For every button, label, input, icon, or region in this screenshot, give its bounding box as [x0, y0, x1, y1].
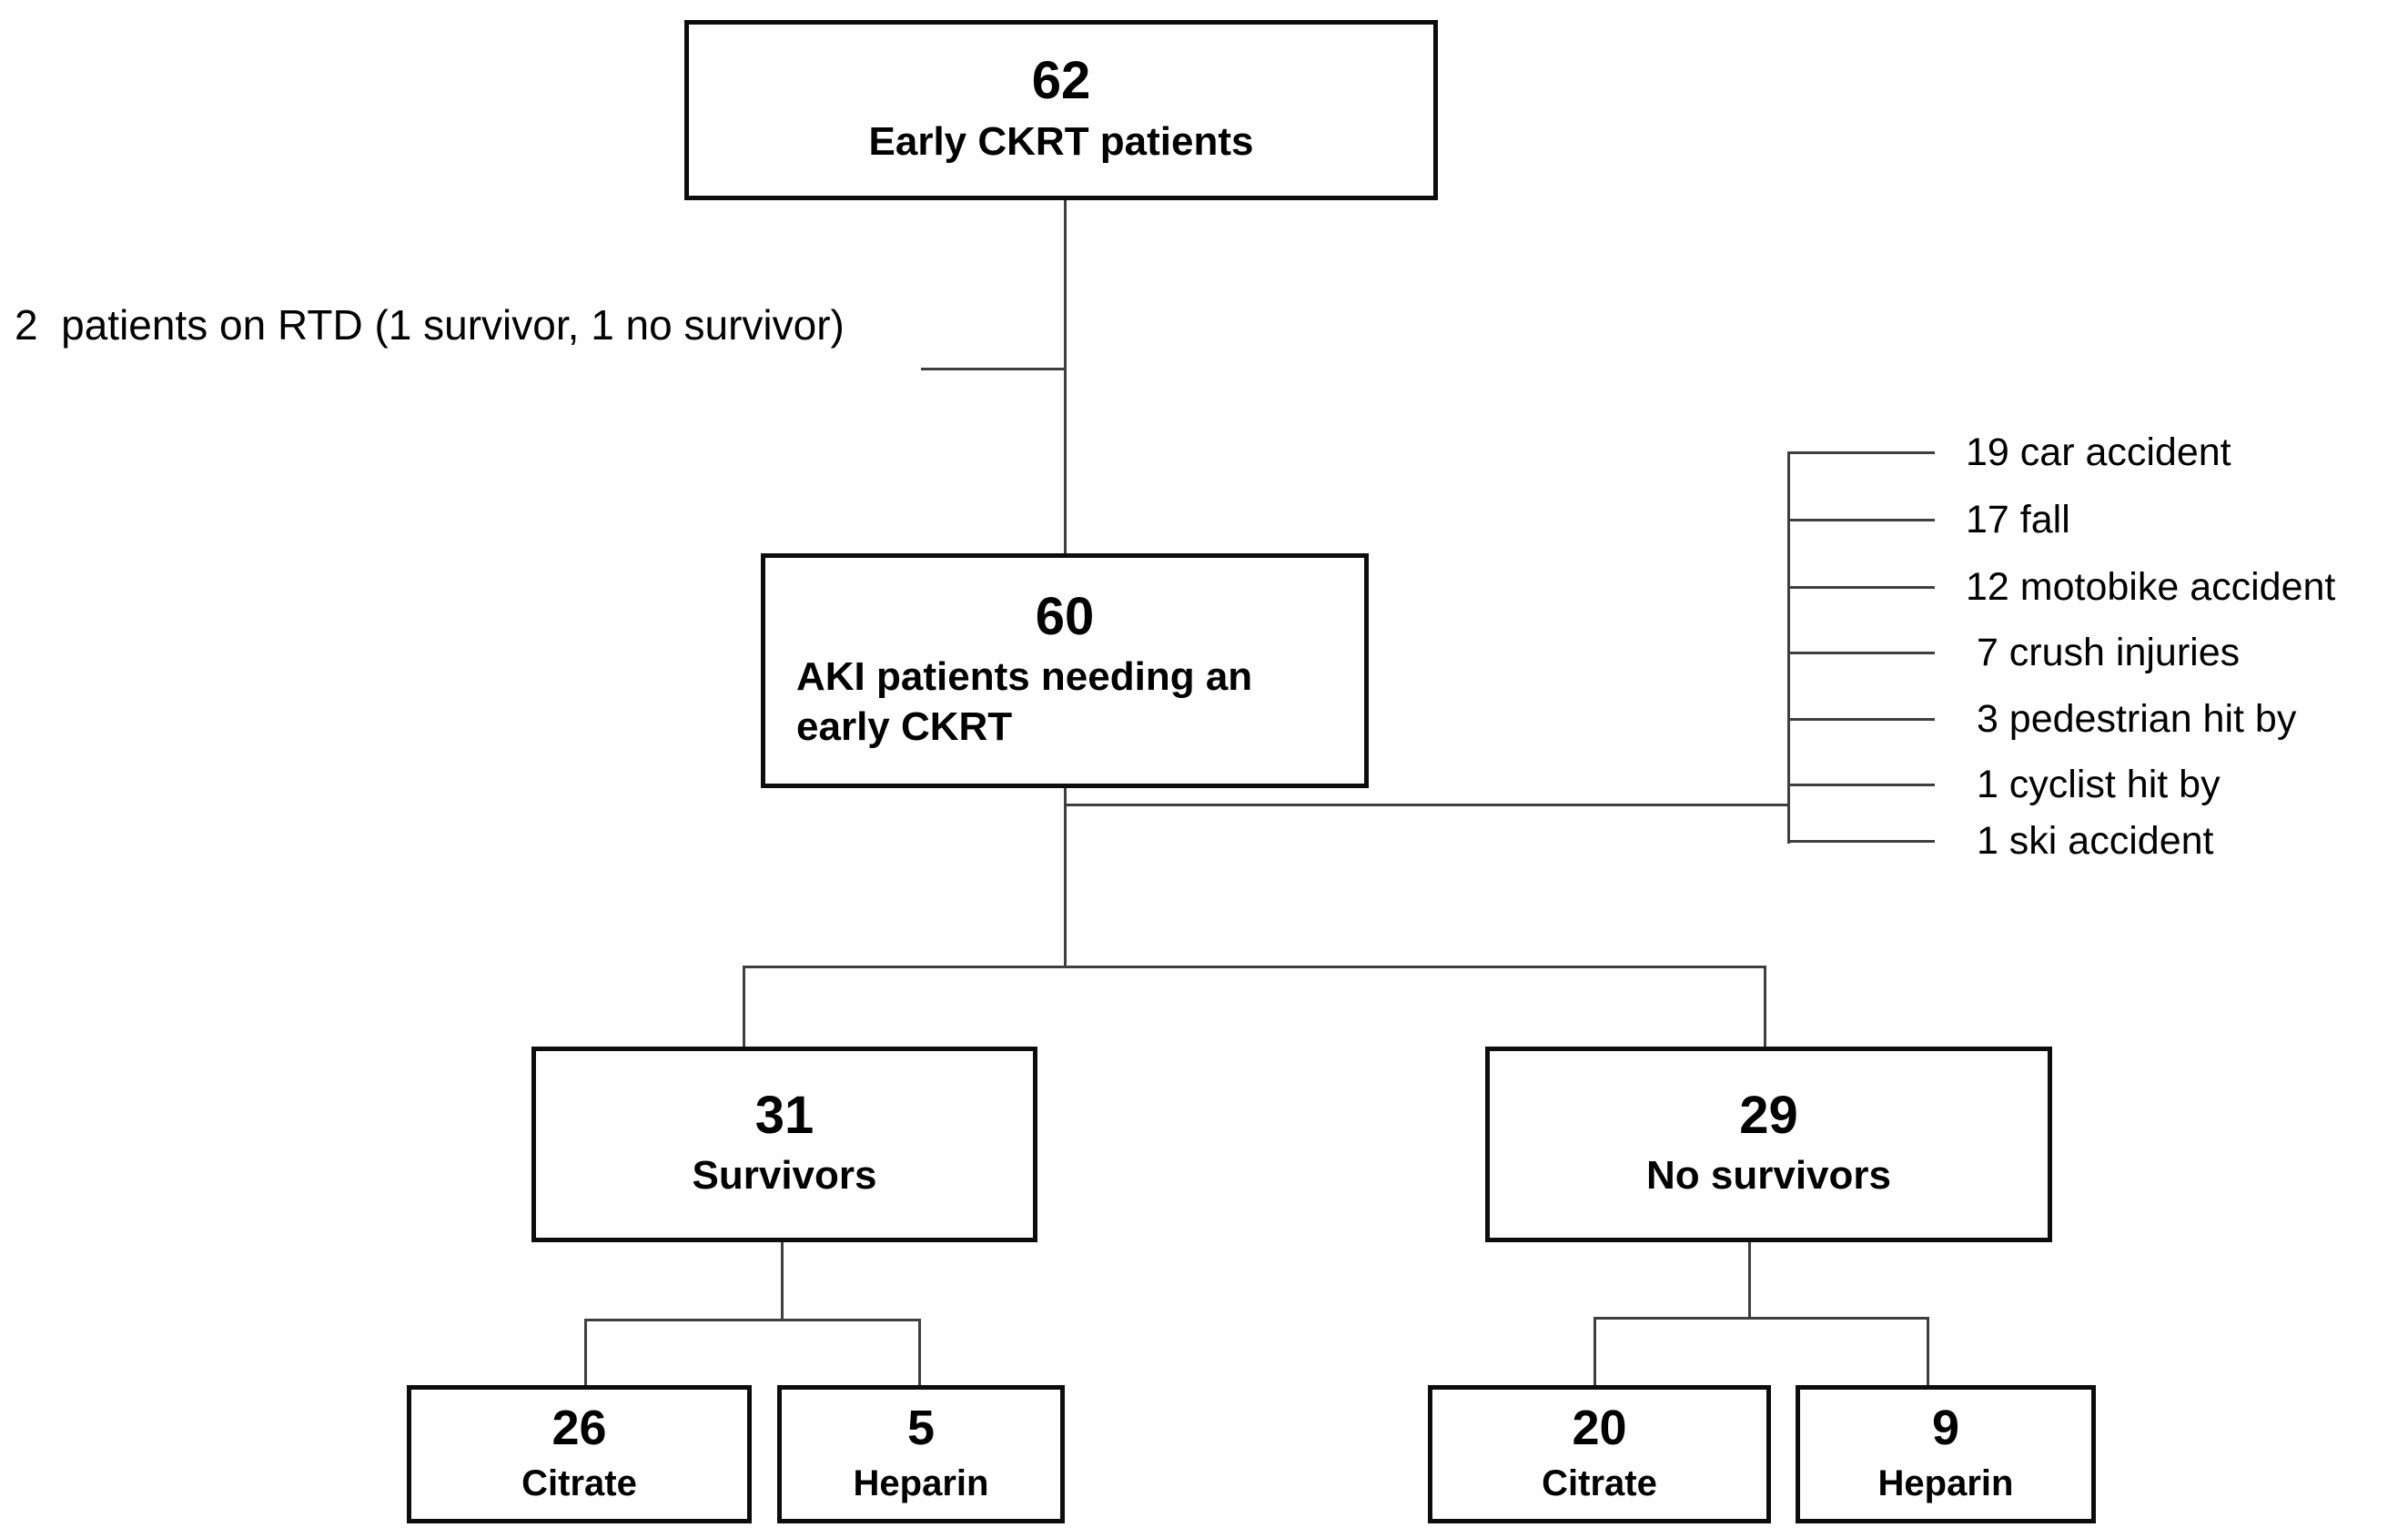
- branch-bar-main: [743, 966, 1766, 968]
- box-no-survivors: 29 No survivors: [1485, 1047, 2052, 1242]
- connector-trunk-top: [1064, 199, 1067, 556]
- survivors-count: 31: [754, 1085, 814, 1145]
- branch-bar-no-survivors: [1594, 1317, 1929, 1320]
- drop-from-survivors: [781, 1240, 784, 1321]
- box-early-ckrt-patients: 62 Early CKRT patients: [684, 20, 1438, 200]
- no-survivors-heparin-label: Heparin: [1877, 1463, 2014, 1504]
- cause-row-fall: 17 fall: [1787, 498, 2070, 541]
- box-survivors-citrate: 26 Citrate: [407, 1385, 752, 1523]
- no-survivors-heparin-count: 9: [1931, 1400, 1960, 1455]
- cause-tick-line: [1787, 717, 1935, 721]
- no-survivors-label: No survivors: [1646, 1153, 1891, 1199]
- aki-label: AKI patients needing an early CKRT: [796, 654, 1253, 750]
- box-no-survivors-citrate: 20 Citrate: [1428, 1385, 1771, 1523]
- cause-label: 7 crush injuries: [1966, 630, 2241, 674]
- survivors-citrate-count: 26: [551, 1400, 607, 1455]
- cause-label: 1 cyclist hit by: [1966, 762, 2221, 806]
- causes-spine: [1787, 452, 1790, 844]
- cause-row-pedestrian: 3 pedestrian hit by: [1787, 697, 2296, 741]
- survivors-heparin-label: Heparin: [853, 1463, 989, 1504]
- cause-row-cyclist: 1 cyclist hit by: [1787, 763, 2221, 806]
- drop-to-survivors: [743, 966, 745, 1049]
- rtd-exclusion-note: 2 patients on RTD (1 survivor, 1 no surv…: [15, 301, 845, 349]
- connector-trunk-mid: [1064, 786, 1067, 968]
- box-aki-patients: 60 AKI patients needing an early CKRT: [761, 553, 1369, 788]
- drop-to-citrate-26: [584, 1319, 587, 1388]
- no-survivors-citrate-count: 20: [1572, 1400, 1627, 1455]
- survivors-heparin-count: 5: [906, 1400, 936, 1455]
- drop-to-heparin-5: [918, 1319, 921, 1388]
- box-no-survivors-heparin: 9 Heparin: [1796, 1385, 2096, 1523]
- cause-tick-line: [1787, 450, 1935, 454]
- cause-tick-line: [1787, 518, 1935, 521]
- aki-count: 60: [1035, 586, 1095, 646]
- box-survivors-heparin: 5 Heparin: [777, 1385, 1065, 1523]
- early-ckrt-count: 62: [1031, 51, 1091, 111]
- cause-tick-line: [1787, 585, 1935, 589]
- cause-row-ski-accident: 1 ski accident: [1787, 819, 2213, 863]
- early-ckrt-label: Early CKRT patients: [868, 118, 1254, 164]
- cause-row-motobike-accident: 12 motobike accident: [1787, 565, 2335, 609]
- branch-bar-survivors: [584, 1319, 921, 1321]
- drop-from-no-survivors: [1748, 1240, 1751, 1320]
- cause-label: 12 motobike accident: [1966, 564, 2336, 609]
- cause-label: 17 fall: [1966, 497, 2070, 541]
- cause-tick-line: [1787, 783, 1935, 786]
- cause-label: 1 ski accident: [1966, 818, 2214, 863]
- connector-to-causes: [1064, 804, 1790, 806]
- cause-row-car-accident: 19 car accident: [1787, 430, 2231, 474]
- cause-row-crush-injuries: 7 crush injuries: [1787, 631, 2240, 674]
- cause-label: 3 pedestrian hit by: [1966, 696, 2297, 741]
- no-survivors-citrate-label: Citrate: [1542, 1463, 1657, 1504]
- survivors-citrate-label: Citrate: [521, 1463, 637, 1504]
- cause-tick-line: [1787, 651, 1935, 654]
- cause-label: 19 car accident: [1966, 430, 2231, 474]
- cause-tick-line: [1787, 839, 1935, 843]
- no-survivors-count: 29: [1739, 1085, 1798, 1145]
- drop-to-heparin-9: [1927, 1317, 1929, 1388]
- drop-to-citrate-20: [1594, 1317, 1596, 1388]
- box-survivors: 31 Survivors: [531, 1047, 1037, 1242]
- connector-note-tick: [921, 368, 1067, 370]
- survivors-label: Survivors: [692, 1153, 877, 1199]
- drop-to-no-survivors: [1764, 966, 1766, 1049]
